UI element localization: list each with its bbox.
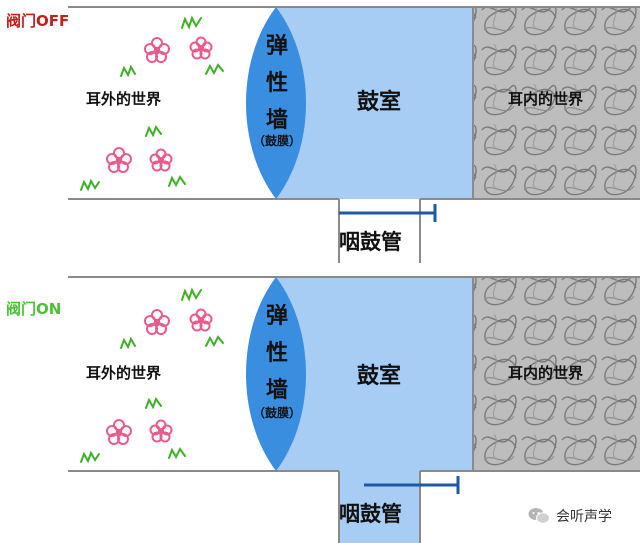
outer-world-label: 耳外的世界 [86, 90, 162, 108]
wall-char: 弹 [265, 304, 288, 329]
valve-off-label: 阀门OFF [6, 12, 70, 30]
wall-char: 墙 [265, 378, 288, 403]
inner-world-label: 耳内的世界 [508, 364, 584, 382]
inner-world-area [473, 277, 640, 471]
wechat-icon [528, 508, 550, 524]
elastic-wall [246, 277, 306, 471]
membrane-label: （鼓膜） [252, 406, 301, 420]
valve-on-label: 阀门ON [6, 300, 62, 318]
elastic-wall [246, 7, 306, 199]
wall-char: 弹 [265, 34, 288, 59]
panel-valve-on: 阀门ON 耳外的世界 弹 性 墙 （鼓膜） 鼓室 耳内的世界 咽鼓管 [0, 270, 640, 543]
wall-char: 墙 [265, 108, 288, 133]
wall-char: 性 [265, 341, 288, 366]
grass-icon [80, 287, 224, 464]
eardrum-chamber-label: 鼓室 [357, 90, 402, 115]
elastic-wall-label: 弹 性 墙 [257, 298, 297, 409]
valve-bar [364, 476, 460, 494]
flower-icon [106, 36, 213, 173]
eustachian-tube-label: 咽鼓管 [339, 502, 402, 526]
tube-channel [339, 199, 420, 263]
valve-bar [339, 204, 437, 222]
eardrum-chamber-area [276, 7, 473, 199]
grass-icon [80, 15, 224, 192]
elastic-wall-label: 弹 性 墙 [257, 28, 297, 139]
flower-icon [106, 308, 213, 445]
eustachian-tube-label: 咽鼓管 [339, 230, 402, 254]
watermark: 会听声学 [528, 504, 612, 528]
watermark-text: 会听声学 [556, 509, 612, 525]
ear-diagram-off [68, 6, 640, 263]
tube-channel-open [339, 469, 420, 543]
panel-valve-off: 阀门OFF 耳外的世界 弹 性 墙 （鼓膜） 鼓室 耳内的世界 咽鼓管 [0, 0, 640, 270]
eardrum-chamber-area [276, 277, 473, 471]
inner-world-area [473, 7, 640, 199]
ear-diagram-on [68, 276, 640, 543]
eardrum-chamber-label: 鼓室 [357, 364, 402, 389]
outer-world-label: 耳外的世界 [86, 364, 162, 382]
wall-char: 性 [265, 71, 288, 96]
membrane-label: （鼓膜） [252, 134, 301, 148]
inner-world-label: 耳内的世界 [508, 90, 584, 108]
